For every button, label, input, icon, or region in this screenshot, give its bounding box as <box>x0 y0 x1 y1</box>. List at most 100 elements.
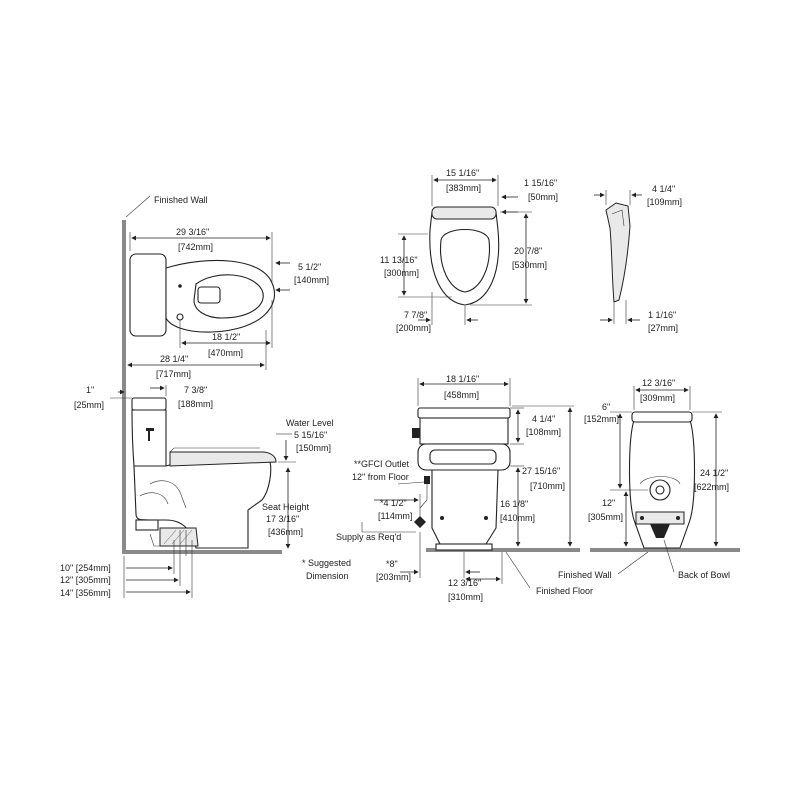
dim-383mm: [383mm] <box>446 183 481 193</box>
dim-12in: 12" [305mm] <box>60 575 111 585</box>
dim-8in: *8" <box>386 559 398 569</box>
rear-tank-top <box>631 411 693 423</box>
back-of-bowl-label: Back of Bowl <box>678 570 730 580</box>
side-tank-lid <box>131 397 167 411</box>
plan-supply-point <box>176 313 184 321</box>
dim-25mm: [25mm] <box>74 400 104 410</box>
front-tank <box>419 417 509 445</box>
finished-floor-label: Finished Floor <box>536 586 593 596</box>
dim-18-1-16: 18 1/16" <box>446 374 479 384</box>
side-bowl-foot <box>135 519 159 531</box>
dim-188mm: [188mm] <box>178 399 213 409</box>
side-bowl <box>133 461 272 549</box>
dim-436mm: [436mm] <box>268 527 303 537</box>
dim-1in: 1" <box>86 385 94 395</box>
dim-309mm: [309mm] <box>640 393 675 403</box>
gfci-outlet-icon <box>424 476 430 484</box>
rear-back-of-bowl-mark <box>650 524 670 538</box>
dim-150mm: [150mm] <box>296 443 331 453</box>
flush-lever-icon <box>146 428 154 431</box>
dim-11-13-16: 11 13/16" <box>380 255 418 265</box>
dim-12-3-16-bottom: 12 3/16" <box>448 578 481 588</box>
dim-1-1-16: 1 1/16" <box>648 310 676 320</box>
flush-lever-stem <box>148 431 150 441</box>
side-flange <box>159 527 199 547</box>
dim-5-15-16: 5 15/16" <box>294 430 327 440</box>
rear-outlet <box>655 485 665 495</box>
gfci-label: **GFCI Outlet <box>354 459 410 469</box>
plan-seat-opening <box>193 274 264 319</box>
seat-top-view: 15 1/16" [383mm] 1 15/16" [50mm] 11 13/1… <box>380 168 558 333</box>
suggested-label: * Suggested <box>302 558 351 568</box>
supply-label: Supply as Req'd <box>336 532 401 542</box>
dim-18-1-2: 18 1/2" <box>212 332 240 342</box>
front-elevation: **GFCI Outlet 12" from Floor *4 1/2" [11… <box>336 374 593 602</box>
dim-310mm: [310mm] <box>448 592 483 602</box>
front-seat-lid-panel <box>429 449 497 465</box>
dim-200mm: [200mm] <box>396 323 431 333</box>
dim-5-1-2: 5 1/2" <box>298 262 321 272</box>
dim-470mm: [470mm] <box>208 348 243 358</box>
dim-24-1-2: 24 1/2" <box>700 468 728 478</box>
dim-27mm: [27mm] <box>648 323 678 333</box>
plan-tank <box>129 253 167 337</box>
dim-152mm: [152mm] <box>584 414 619 424</box>
dim-4-1-4-mid: 4 1/4" <box>532 414 555 424</box>
plan-view: 29 3/16" [742mm] 5 1/2" [140mm] 18 1/2" … <box>127 227 329 379</box>
finished-wall <box>122 220 126 554</box>
dim-4-1-2: *4 1/2" <box>380 498 407 508</box>
dim-12-3-16-rear: 12 3/16" <box>642 378 675 388</box>
finished-wall-leader <box>125 195 151 218</box>
rear-view: 12 3/16" [309mm] 6" [152mm] 24 1/2" [622… <box>558 378 740 580</box>
dim-1-15-16: 1 15/16" <box>524 178 557 188</box>
finished-floor-rear <box>590 548 740 552</box>
dim-109mm: [109mm] <box>647 197 682 207</box>
front-tank-lid <box>417 407 511 419</box>
dim-28-1-4: 28 1/4" <box>160 354 188 364</box>
dim-7-3-8: 7 3/8" <box>184 385 207 395</box>
side-seat-lid <box>169 451 277 467</box>
dim-17-3-16: 17 3/16" <box>266 514 299 524</box>
finished-floor-front <box>426 548 580 552</box>
front-bolt-left <box>440 516 444 520</box>
dim-27-15-16: 27 15/16" <box>522 466 560 476</box>
dim-50mm: [50mm] <box>528 192 558 202</box>
seat-side-view: 4 1/4" [109mm] 1 1/16" [27mm] <box>594 184 682 333</box>
front-flush-lever <box>412 428 420 438</box>
dim-12in-rear: 12" <box>602 498 615 508</box>
front-bowl <box>431 469 499 545</box>
dim-717mm: [717mm] <box>156 369 191 379</box>
side-elevation: 1" [25mm] 7 3/8" [188mm] Water Level 5 1… <box>60 385 351 598</box>
seat-top-hinge <box>431 206 497 220</box>
finished-floor-left <box>122 550 282 554</box>
seat-top-lid-inner <box>439 229 491 293</box>
dim-7-7-8: 7 7/8" <box>404 310 427 320</box>
dim-622mm: [622mm] <box>694 482 729 492</box>
plan-mount-hole <box>178 284 182 288</box>
dimension-label: Dimension <box>306 571 349 581</box>
dim-710mm: [710mm] <box>530 481 565 491</box>
front-bolt-right <box>484 516 488 520</box>
dim-10in: 10" [254mm] <box>60 563 111 573</box>
dim-114mm: [114mm] <box>378 511 412 521</box>
dim-305mm-rear: [305mm] <box>588 512 623 522</box>
dim-29-3-16: 29 3/16" <box>176 227 209 237</box>
front-bowl-base <box>435 543 493 551</box>
dim-14in: 14" [356mm] <box>60 588 111 598</box>
seat-height-label: Seat Height <box>262 502 310 512</box>
dim-108mm: [108mm] <box>526 427 561 437</box>
gfci-height-label: 12" from Floor <box>352 472 409 482</box>
dim-15-1-16: 15 1/16" <box>446 168 479 178</box>
left-wall-floor: Finished Wall <box>122 195 282 554</box>
dim-4-1-4-top: 4 1/4" <box>652 184 675 194</box>
seat-side-profile <box>605 202 631 303</box>
dim-6in: 6" <box>602 402 610 412</box>
dim-20-7-8: 20 7/8" <box>514 246 542 256</box>
water-level-label: Water Level <box>286 418 334 428</box>
dim-410mm: [410mm] <box>500 513 535 523</box>
dim-742mm: [742mm] <box>178 242 213 252</box>
finished-wall-label-right: Finished Wall <box>558 570 612 580</box>
dim-458mm: [458mm] <box>444 390 479 400</box>
